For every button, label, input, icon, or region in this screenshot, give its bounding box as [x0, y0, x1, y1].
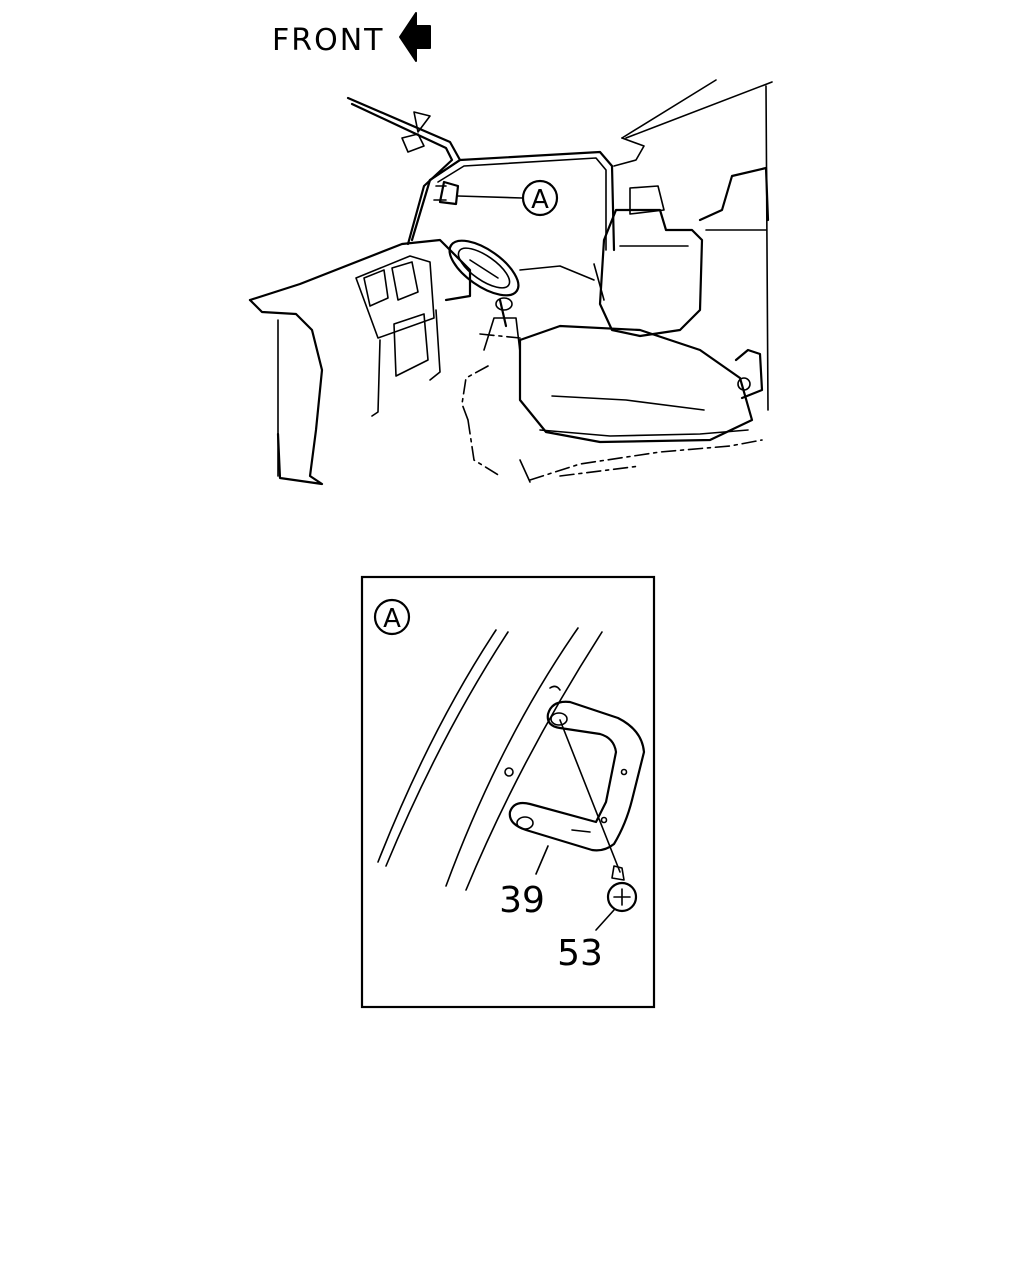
orientation-indicator: FRONT — [272, 12, 431, 62]
detail-a-letter: A — [383, 604, 401, 634]
part-label-39: 39 — [499, 880, 545, 921]
left-arrow-icon — [399, 12, 431, 62]
detail-a-panel: A 39 53 — [360, 575, 656, 1009]
detail-a-marker: A — [373, 598, 411, 636]
detail-a-callout-letter: A — [531, 185, 549, 215]
part-label-53: 53 — [557, 933, 603, 974]
detail-a-callout: A — [521, 179, 559, 217]
front-label: FRONT — [272, 23, 384, 58]
detail-frame — [360, 575, 656, 1009]
cab-interior-illustration: A — [248, 79, 773, 486]
